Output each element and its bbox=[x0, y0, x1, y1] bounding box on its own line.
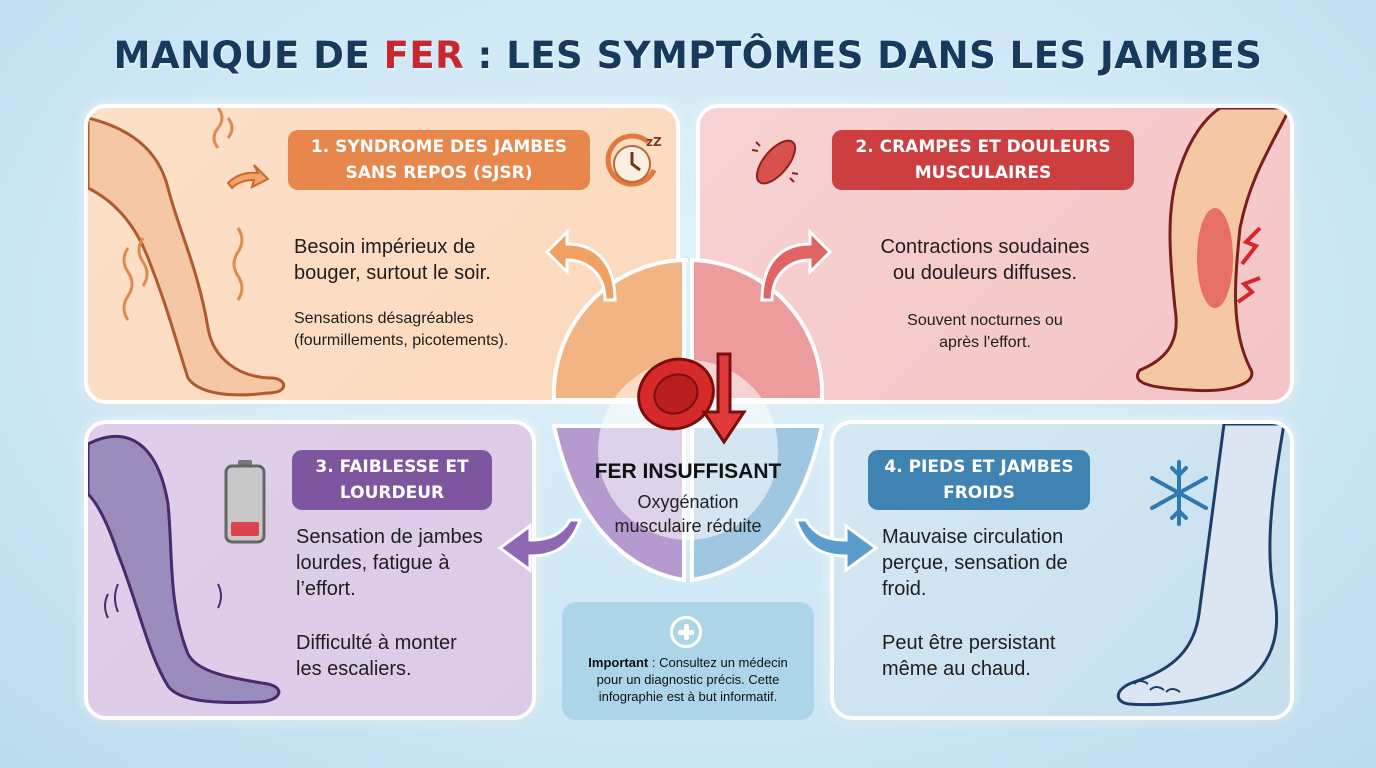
cold-foot-icon bbox=[1116, 424, 1286, 707]
center-title: FER INSUFFISANT bbox=[594, 460, 782, 483]
arrow-to-card-1 bbox=[544, 228, 617, 302]
symptom-detail-text: Sensations désagréables(fourmillements, … bbox=[294, 310, 509, 349]
svg-text:zZ: zZ bbox=[646, 135, 662, 149]
arrow-to-card-2 bbox=[760, 228, 833, 302]
medical-plus-icon bbox=[670, 616, 702, 648]
red-blood-cell-down-arrow-icon bbox=[637, 352, 747, 445]
low-battery-icon bbox=[224, 460, 266, 544]
arrow-to-card-4 bbox=[793, 518, 879, 573]
heavy-leg-icon bbox=[88, 435, 281, 704]
muscle-cramp-icon bbox=[751, 139, 799, 185]
title-highlight: FER bbox=[383, 34, 465, 77]
calf-pain-icon bbox=[1136, 108, 1290, 393]
disclaimer-note: Important : Consultez un médecin pour un… bbox=[562, 602, 814, 720]
clock-sleep-icon: zZ bbox=[605, 133, 662, 187]
leg-shaking-icon bbox=[88, 108, 286, 397]
arrow-to-card-3 bbox=[497, 518, 583, 573]
page-title: MANQUE DE FER : LES SYMPTÔMES DANS LES J… bbox=[113, 34, 1263, 77]
snowflake-icon bbox=[1150, 460, 1208, 526]
